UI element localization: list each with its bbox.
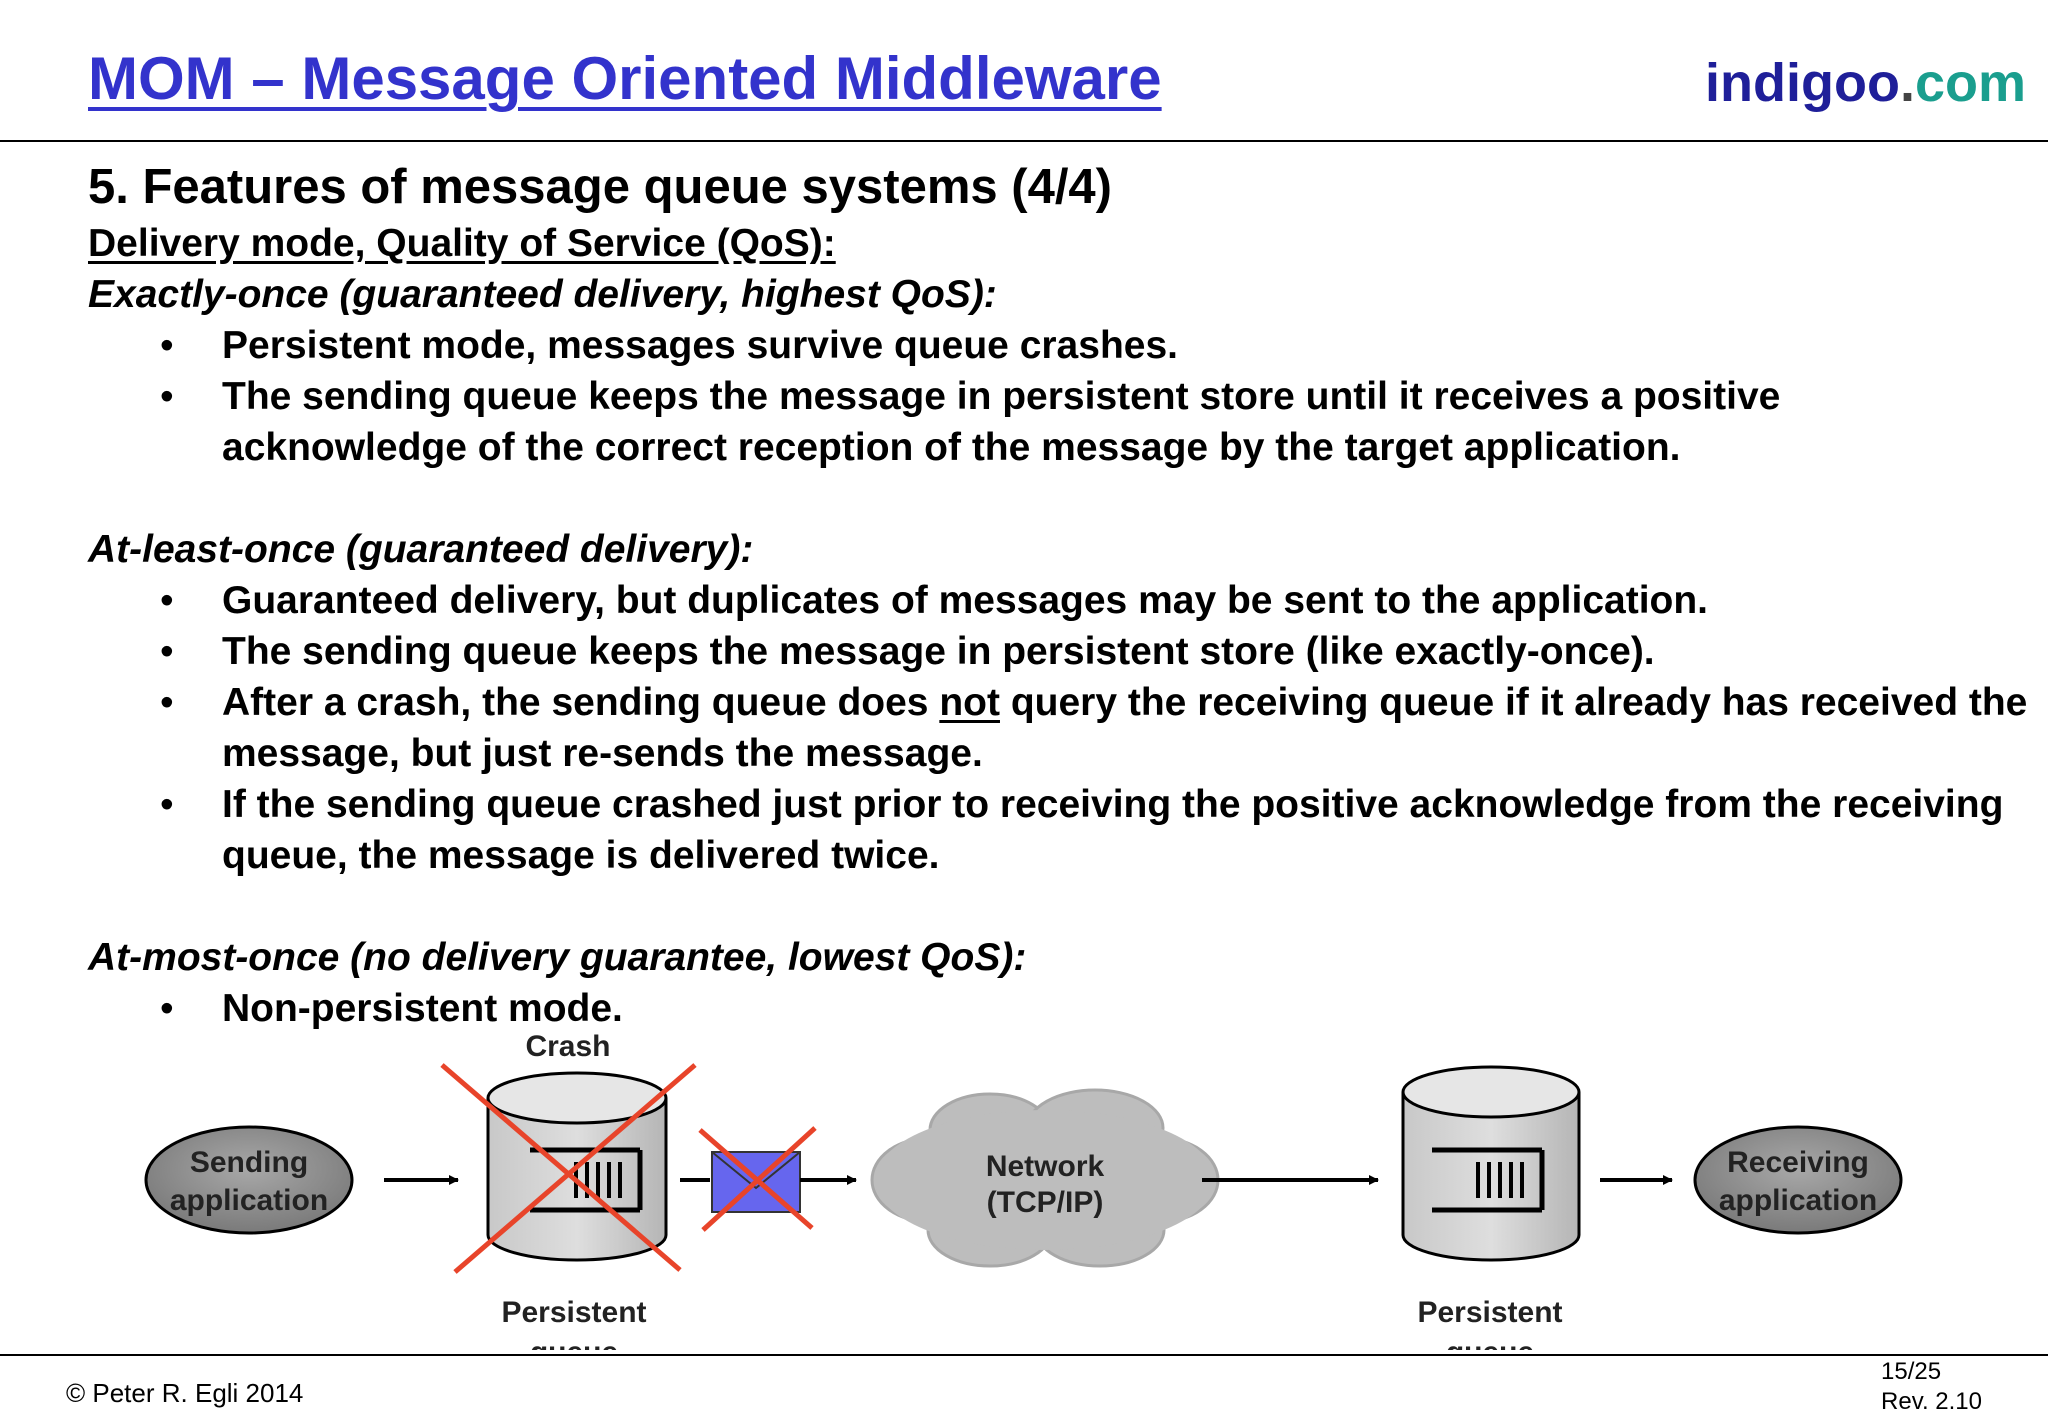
- page-number: 15/25: [1881, 1358, 1942, 1385]
- queue-left-line1: Persistent: [501, 1296, 646, 1329]
- brand-part2: com: [1914, 53, 2026, 113]
- network-cloud-icon: Network (TCP/IP): [870, 1088, 1220, 1268]
- slide-content: 5. Features of message queue systems (4/…: [88, 158, 2028, 1034]
- exactly-once-list: Persistent mode, messages survive queue …: [88, 320, 2028, 473]
- network-line1: Network: [986, 1150, 1105, 1183]
- queue-right-line1: Persistent: [1417, 1296, 1562, 1329]
- brand-part1: indigoo: [1705, 53, 1900, 113]
- at-least-once-heading: At-least-once (guaranteed delivery):: [88, 528, 754, 571]
- list-item: After a crash, the sending queue does no…: [88, 677, 2028, 779]
- exactly-once-heading: Exactly-once (guaranteed delivery, highe…: [88, 273, 997, 316]
- delivery-diagram: Sending application Persistent queue Cra…: [144, 1030, 1903, 1350]
- list-item: Non-persistent mode.: [88, 983, 2028, 1034]
- list-item-text: After a crash, the sending queue does: [222, 681, 940, 724]
- copyright: © Peter R. Egli 2014: [66, 1378, 304, 1408]
- queue-left-line2: queue: [530, 1336, 618, 1350]
- list-item: The sending queue keeps the message in p…: [88, 371, 2028, 473]
- message-envelope-icon: [698, 1126, 817, 1232]
- queue-slots-icon: [1432, 1147, 1545, 1213]
- subheading: Delivery mode, Quality of Service (QoS):: [88, 222, 836, 265]
- at-most-once-list: Non-persistent mode.: [88, 983, 2028, 1034]
- sending-app-line1: Sending: [190, 1146, 308, 1179]
- header-divider: [0, 140, 2048, 142]
- brand-logo: indigoo.com: [1705, 52, 2026, 114]
- network-line2: (TCP/IP): [987, 1186, 1104, 1219]
- brand-dot: .: [1899, 53, 1915, 113]
- queue-right-line2: queue: [1446, 1336, 1534, 1350]
- sending-application: Sending application: [144, 1125, 354, 1235]
- receiving-application: Receiving application: [1693, 1125, 1903, 1235]
- crash-cross-icon: [440, 1063, 697, 1274]
- receiving-app-line2: application: [1719, 1184, 1877, 1217]
- list-item: Persistent mode, messages survive queue …: [88, 320, 2028, 371]
- list-item: The sending queue keeps the message in p…: [88, 626, 2028, 677]
- footer-divider: [0, 1354, 2048, 1356]
- list-item: If the sending queue crashed just prior …: [88, 779, 2028, 881]
- revision: Rev. 2.10: [1881, 1388, 1982, 1415]
- section-heading: 5. Features of message queue systems (4/…: [88, 160, 1112, 214]
- emphasis-not: not: [939, 681, 1000, 724]
- slide-title: MOM – Message Oriented Middleware: [88, 45, 1162, 112]
- at-most-once-heading: At-most-once (no delivery guarantee, low…: [88, 936, 1027, 979]
- persistent-queue-right: Persistent queue: [1401, 1065, 1581, 1350]
- list-item-text: query the receiving queue if it already …: [222, 681, 2028, 775]
- at-least-once-list: Guaranteed delivery, but duplicates of m…: [88, 575, 2028, 881]
- crash-label: Crash: [525, 1030, 610, 1063]
- sending-app-line2: application: [170, 1184, 328, 1217]
- receiving-app-line1: Receiving: [1727, 1146, 1869, 1179]
- page-info: 15/25 Rev. 2.10: [1881, 1357, 1982, 1417]
- list-item: Guaranteed delivery, but duplicates of m…: [88, 575, 2028, 626]
